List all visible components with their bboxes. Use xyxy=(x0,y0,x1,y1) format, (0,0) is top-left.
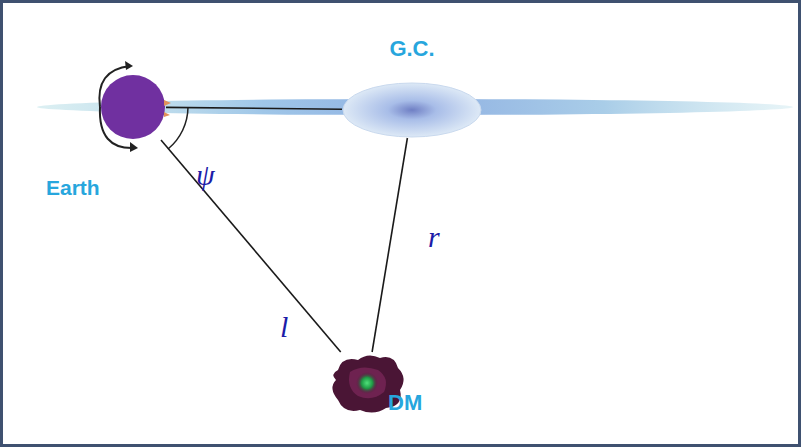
arrow-head xyxy=(125,61,133,70)
arrow-head xyxy=(130,142,138,152)
connector-line xyxy=(372,138,407,352)
node-label: G.C. xyxy=(389,36,434,62)
earth-globe-shape xyxy=(100,74,166,140)
node-label: Earth xyxy=(46,176,100,200)
connector-line xyxy=(166,107,342,109)
node-label: DM xyxy=(388,390,422,416)
galactic-center-bulge: G.C. xyxy=(342,82,482,138)
galactic-center-bulge-shape xyxy=(342,82,482,138)
connector-line xyxy=(161,140,341,352)
earth-globe: Earth xyxy=(100,74,166,140)
dark-matter-clump: DM xyxy=(328,352,406,414)
angle-label: ψ xyxy=(196,160,215,190)
distance-label: r xyxy=(428,222,440,252)
distance-label: l xyxy=(280,312,288,342)
angle-arc xyxy=(168,107,188,149)
